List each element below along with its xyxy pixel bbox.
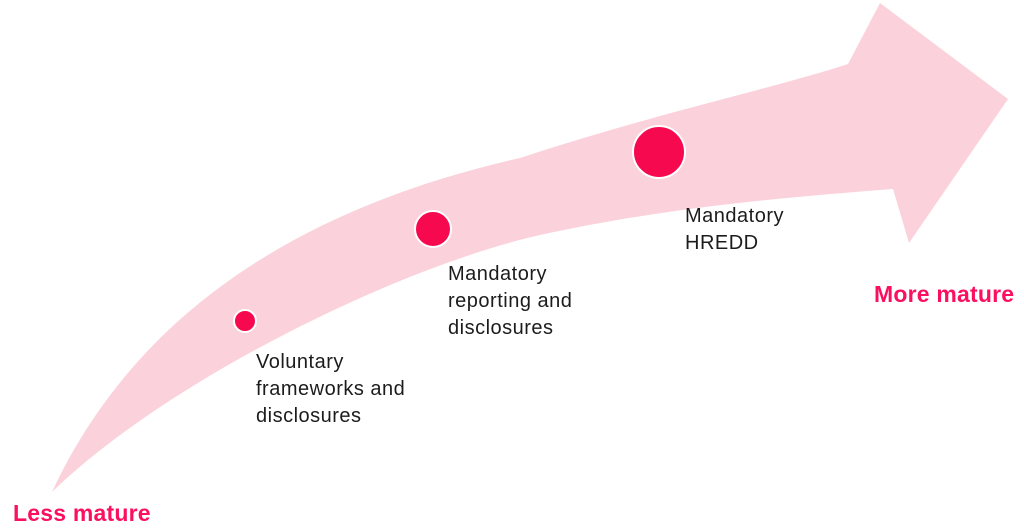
- milestone-dot-voluntary: [233, 309, 257, 333]
- milestone-label-hredd: Mandatory HREDD: [685, 205, 784, 254]
- less-mature-label: Less mature: [13, 500, 151, 526]
- milestone-label-voluntary: Voluntary frameworks and disclosures: [256, 351, 406, 427]
- curved-arrow-icon: [52, 3, 1008, 492]
- more-mature-label: More mature: [874, 281, 1015, 307]
- milestone-label-reporting: Mandatory reporting and disclosures: [448, 263, 573, 339]
- milestone-dot-hredd: [632, 125, 686, 179]
- milestone-dot-reporting: [414, 210, 452, 248]
